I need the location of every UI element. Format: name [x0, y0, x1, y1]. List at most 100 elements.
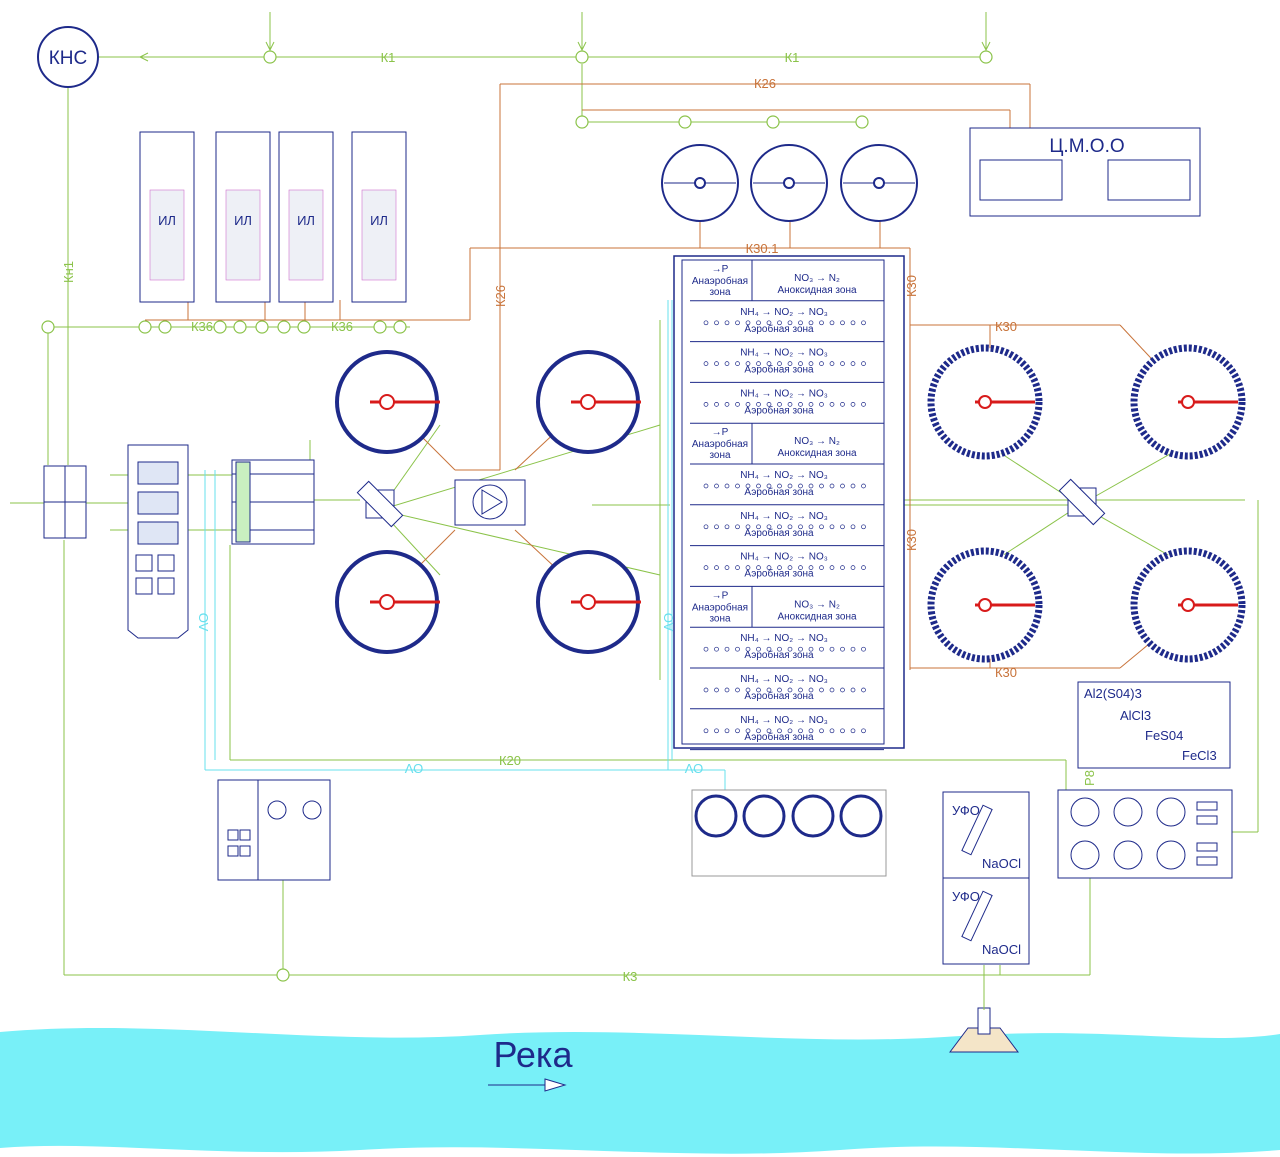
aeration-diffuser	[735, 483, 740, 489]
aeration-diffuser	[840, 565, 845, 570]
bio-row-text: NH₄ → NO₂ → NO₃	[740, 388, 828, 399]
aeration-diffuser	[777, 320, 782, 326]
distribution-cross-1	[356, 480, 404, 528]
primary-settler-2	[536, 350, 641, 454]
aeration-diffuser	[714, 402, 719, 407]
aeration-diffuser	[787, 524, 793, 530]
k301-label: К30.1	[746, 241, 779, 256]
aeration-diffuser	[766, 361, 772, 366]
river-label: Река	[493, 1034, 573, 1075]
sludge-label-2: ИЛ	[234, 213, 252, 228]
aeration-diffuser	[724, 687, 730, 693]
bio-row-text: →P	[712, 427, 729, 438]
bio-row-text: NO₃ → N₂	[794, 273, 840, 284]
inlet-chamber	[43, 465, 87, 539]
aeration-diffuser	[850, 646, 856, 652]
bio-row-text: зона	[709, 287, 731, 298]
aeration-diffuser	[829, 320, 835, 326]
bio-row-text: Аэробная зона	[744, 568, 814, 580]
bio-row-text: Анаэробная	[692, 438, 748, 450]
k3-label: К3	[623, 969, 638, 984]
aeration-diffuser	[703, 524, 709, 530]
aeration-diffuser	[798, 402, 803, 407]
ao-label-2: АО	[405, 761, 424, 776]
aeration-diffuser	[714, 361, 719, 366]
pump-station	[454, 479, 526, 526]
aeration-diffuser	[714, 483, 719, 489]
bio-row-text: NH₄ → NO₂ → NO₃	[740, 511, 828, 522]
aeration-diffuser	[714, 728, 719, 734]
uv-title-2: УФО	[952, 889, 980, 904]
aeration-diffuser	[787, 565, 793, 570]
ao-label-3: АО	[685, 761, 704, 776]
aeration-diffuser	[766, 483, 772, 489]
aeration-diffuser	[703, 565, 709, 570]
bio-row-text: NH₄ → NO₂ → NO₃	[740, 307, 828, 318]
k36-label-b: К36	[331, 319, 353, 334]
uv-unit-1: УФО NaOCl	[942, 791, 1030, 879]
aeration-diffuser	[703, 687, 709, 693]
aeration-diffuser	[787, 483, 793, 489]
aeration-diffuser	[819, 565, 824, 570]
aeration-diffuser	[724, 728, 730, 734]
aeration-diffuser	[829, 361, 835, 366]
aeration-diffuser	[756, 565, 761, 570]
aeration-diffuser	[861, 402, 866, 407]
aeration-diffuser	[787, 728, 793, 734]
aeration-diffuser	[735, 402, 740, 407]
aeration-diffuser	[819, 402, 824, 407]
secondary-settler-1	[927, 344, 1043, 460]
inflow-arrows	[265, 41, 991, 52]
aeration-diffuser	[819, 361, 824, 366]
k1-label-b: К1	[785, 50, 800, 65]
uv-unit-2: УФО NaOCl	[942, 877, 1030, 965]
aeration-diffuser	[861, 646, 866, 652]
aeration-diffuser	[766, 728, 772, 734]
aeration-diffuser	[735, 320, 740, 326]
aeration-diffuser	[766, 524, 772, 530]
aeration-diffuser	[766, 320, 772, 326]
pipe-labels: К1 К1 К26 К26 К30.1 К30 К30 К30 К30 К36 …	[61, 50, 1097, 984]
bio-row-text: Аэробная зона	[744, 323, 814, 335]
bio-row-text: Аэробная зона	[744, 364, 814, 376]
aeration-diffuser	[850, 483, 856, 489]
distribution-cross-2	[1058, 478, 1106, 526]
aeration-diffuser	[787, 402, 793, 407]
sludge-label-3: ИЛ	[297, 213, 315, 228]
uv-chem-2: NaOCl	[982, 942, 1021, 957]
bio-row-text: Анаэробная	[692, 601, 748, 613]
k1-label-a: К1	[381, 50, 396, 65]
green-pipes	[10, 12, 1259, 1010]
aeration-diffuser	[714, 687, 719, 693]
aeration-diffuser	[745, 728, 751, 734]
secondary-settler-2	[1130, 344, 1246, 460]
aeration-diffuser	[808, 687, 814, 693]
aeration-diffuser	[819, 687, 824, 693]
cmoo-unit: Ц.М.О.О	[969, 127, 1201, 217]
aeration-diffuser	[724, 402, 730, 407]
reagent-2: AlCl3	[1120, 708, 1151, 723]
aeration-diffuser	[735, 646, 740, 652]
aeration-diffuser	[861, 687, 866, 693]
river-flow-arrow	[488, 1078, 567, 1092]
aeration-diffuser	[703, 361, 709, 366]
aeration-diffuser	[787, 361, 793, 366]
k36-label-a: К36	[191, 319, 213, 334]
aeration-diffuser	[735, 524, 740, 530]
aeration-diffuser	[840, 646, 845, 652]
aeration-diffuser	[766, 646, 772, 652]
bio-row-text: Аэробная зона	[744, 527, 814, 539]
aeration-diffuser	[745, 646, 751, 652]
aeration-diffuser	[808, 646, 814, 652]
dosing-station	[1057, 789, 1233, 879]
aeration-diffuser	[777, 524, 782, 530]
aeration-diffuser	[756, 524, 761, 530]
aeration-diffuser	[787, 646, 793, 652]
aeration-diffuser	[819, 728, 824, 734]
aeration-diffuser	[808, 320, 814, 326]
thickener-2	[750, 144, 828, 222]
aeration-diffuser	[703, 728, 709, 734]
aeration-diffuser	[798, 483, 803, 489]
